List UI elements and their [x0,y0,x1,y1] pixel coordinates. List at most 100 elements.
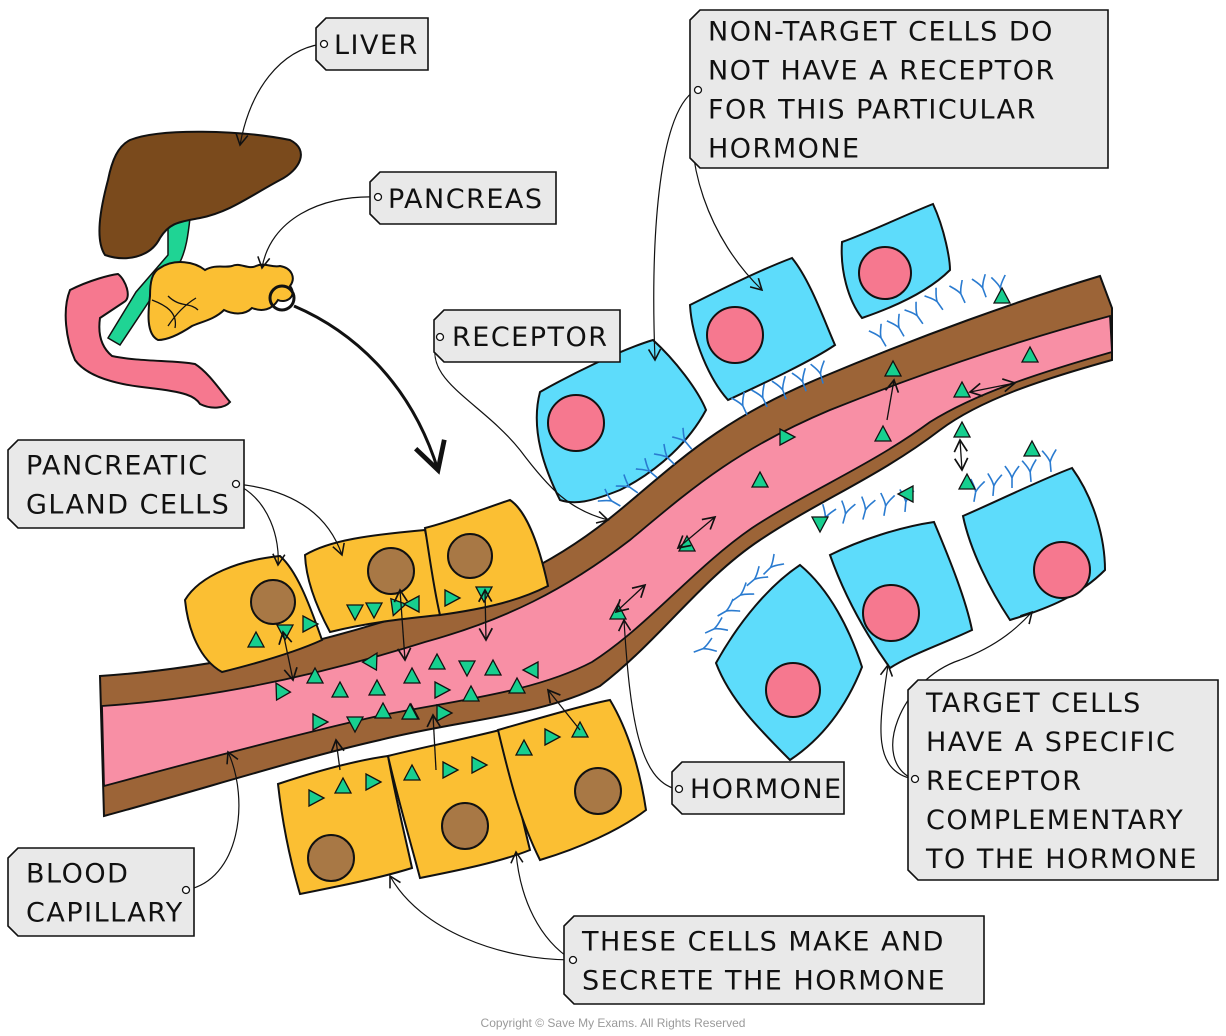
receptor [1041,449,1057,473]
receptor [810,360,825,384]
receptor [615,474,639,494]
hormone-molecule [305,666,325,684]
label-pin [693,85,703,95]
hormone-molecule [434,680,452,700]
receptor [746,565,769,587]
receptor [635,457,658,479]
hormone-molecule [750,470,770,488]
receptor [861,496,876,520]
label-text: COMPLEMENTARY [926,805,1184,836]
pointer-secrete-1 [389,874,573,961]
hormone-molecule [402,594,420,614]
bind-arrow [953,438,969,472]
receptor [771,376,787,400]
label-text: HAVE A SPECIFIC [926,727,1176,758]
hormone-molecule [896,484,914,504]
label-text: CAPILLARY [26,898,184,929]
target-cells [714,466,1107,762]
receptor [653,443,676,466]
receptor [693,637,717,653]
label-text: TARGET CELLS [925,688,1142,719]
non-target-cell [688,256,837,402]
hormone-molecule [514,738,534,756]
label-pin [910,774,920,784]
secretion-arrow [546,688,581,731]
hormone-molecule [373,701,393,719]
secretion-arrow [330,738,345,771]
hormone-molecule [471,755,489,775]
receptor [597,488,621,507]
label-receptor: RECEPTOR [433,309,621,363]
movement-arrows [278,378,1017,771]
hormone-molecule [312,712,330,732]
label-pin [373,192,383,202]
target-cell [961,466,1107,622]
hormone-molecule [345,604,365,622]
pointer-non-target-1 [647,89,697,362]
receptor [1004,465,1020,488]
label-text: THESE CELLS MAKE AND [581,927,945,958]
receptor [904,301,924,325]
hormone-molecule [361,651,378,672]
hormone-molecule [365,772,383,792]
bind-arrow [884,378,900,421]
label-pin [435,332,445,342]
label-text: BLOOD [26,859,129,890]
label-text: RECEPTOR [452,322,609,353]
liver [98,130,302,260]
pancreas [147,261,294,342]
hormone-molecule [302,614,320,634]
label-text: HORMONE [690,774,843,805]
hormone-molecule [308,788,326,808]
secretion-arrow [393,588,412,662]
gland-cell [496,698,648,862]
label-text: FOR THIS PARTICULAR [708,95,1037,126]
gland-cells [183,498,648,896]
organs-group [64,130,447,475]
gland-cell [276,754,414,896]
receptor [886,313,905,337]
receptor [970,478,986,502]
hormone-molecule [402,763,422,781]
hormone-molecule [957,472,977,490]
label-liver: LIVER [315,17,429,71]
receptor [971,274,987,298]
hormone-molecule [457,660,477,678]
hormone-molecule [952,420,972,438]
label-text: GLAND CELLS [26,490,230,521]
label-text: PANCREATIC [26,451,209,482]
hormone-molecule [873,424,893,442]
pointer-receptor [434,336,610,524]
secretion-arrow [477,588,494,642]
hormone-molecules [246,286,1042,808]
secretion-arrow [278,630,298,682]
capillary-lumen [101,314,1113,788]
receptor [924,287,944,311]
pointer-pancreas [257,196,377,270]
hormone-molecule [521,660,539,680]
non-target-cell [840,202,952,320]
hormone-molecule [246,630,266,648]
hormone-molecule [402,666,422,684]
non-target-cell [535,338,708,504]
receptor [791,368,807,392]
receptor [987,473,1003,497]
label-hormone: HORMONE [671,761,845,815]
hormone-molecule [1022,439,1042,457]
blood-capillary [98,274,1113,818]
pointer-gland-1 [235,483,286,567]
receptor [671,427,693,450]
receptor [704,616,729,634]
target-cell [714,563,864,762]
duodenum [64,272,232,409]
receptor [730,391,748,416]
label-text: NON-TARGET CELLS DO [708,17,1054,48]
hormone-molecule [367,678,387,696]
hormone-molecule [544,727,562,747]
pointer-liver [235,43,323,147]
hormone-molecule [364,602,384,620]
receptor [948,279,966,304]
label-pin [181,885,191,895]
